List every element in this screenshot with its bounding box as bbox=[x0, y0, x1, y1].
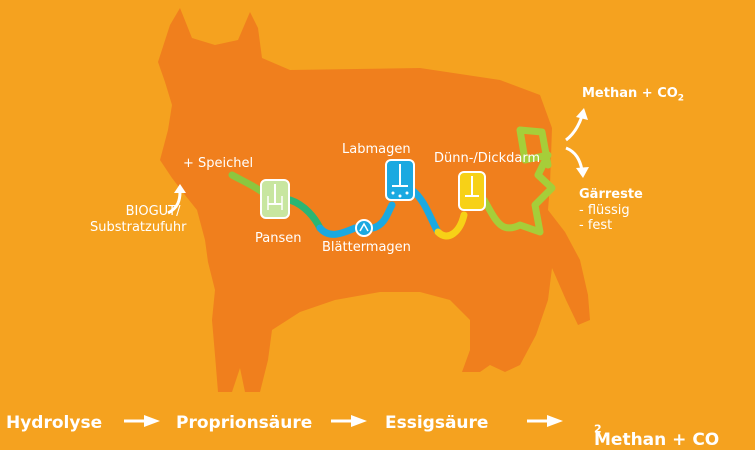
methan-label-sub: 2 bbox=[678, 94, 684, 104]
input-label-line1: BIOGUT/ bbox=[90, 204, 186, 220]
pansen-label: Pansen bbox=[255, 231, 301, 247]
step-arrow-1 bbox=[124, 414, 160, 428]
input-label: BIOGUT/ Substratzufuhr bbox=[90, 204, 186, 235]
step-proprionsaeure: Proprionsäure bbox=[176, 413, 312, 433]
darm-label: Dünn-/Dickdarm bbox=[434, 151, 540, 167]
fest-label: - fest bbox=[579, 218, 643, 234]
gaerreste-block: Gärreste - flüssig - fest bbox=[579, 187, 643, 234]
labmagen-label: Labmagen bbox=[342, 142, 411, 158]
blaettermagen-label: Blättermagen bbox=[322, 240, 411, 256]
darm-tank bbox=[459, 172, 485, 210]
input-label-line2: Substratzufuhr bbox=[90, 220, 186, 236]
cow-silhouette bbox=[158, 8, 590, 392]
step-arrow-3 bbox=[527, 414, 563, 428]
blaettermagen-pump bbox=[356, 220, 372, 236]
step-hydrolyse: Hydrolyse bbox=[6, 413, 102, 433]
methan-label: Methan + CO2 bbox=[582, 86, 684, 104]
speichel-label: + Speichel bbox=[183, 156, 253, 172]
gaerreste-label: Gärreste bbox=[579, 187, 643, 203]
fluessig-label: - flüssig bbox=[579, 203, 643, 219]
gaerreste-arrow bbox=[566, 148, 589, 178]
pansen-tank bbox=[261, 180, 289, 218]
methan-arrow bbox=[566, 108, 588, 140]
step-essigsaeure: Essigsäure bbox=[385, 413, 488, 433]
methan-label-text: Methan + CO bbox=[582, 86, 678, 101]
step-methan-text: Methan + CO bbox=[594, 430, 719, 450]
step-arrow-2 bbox=[331, 414, 367, 428]
process-steps-bar: Hydrolyse Proprionsäure Essigsäure Metha… bbox=[0, 396, 755, 442]
labmagen-tank bbox=[386, 160, 414, 200]
